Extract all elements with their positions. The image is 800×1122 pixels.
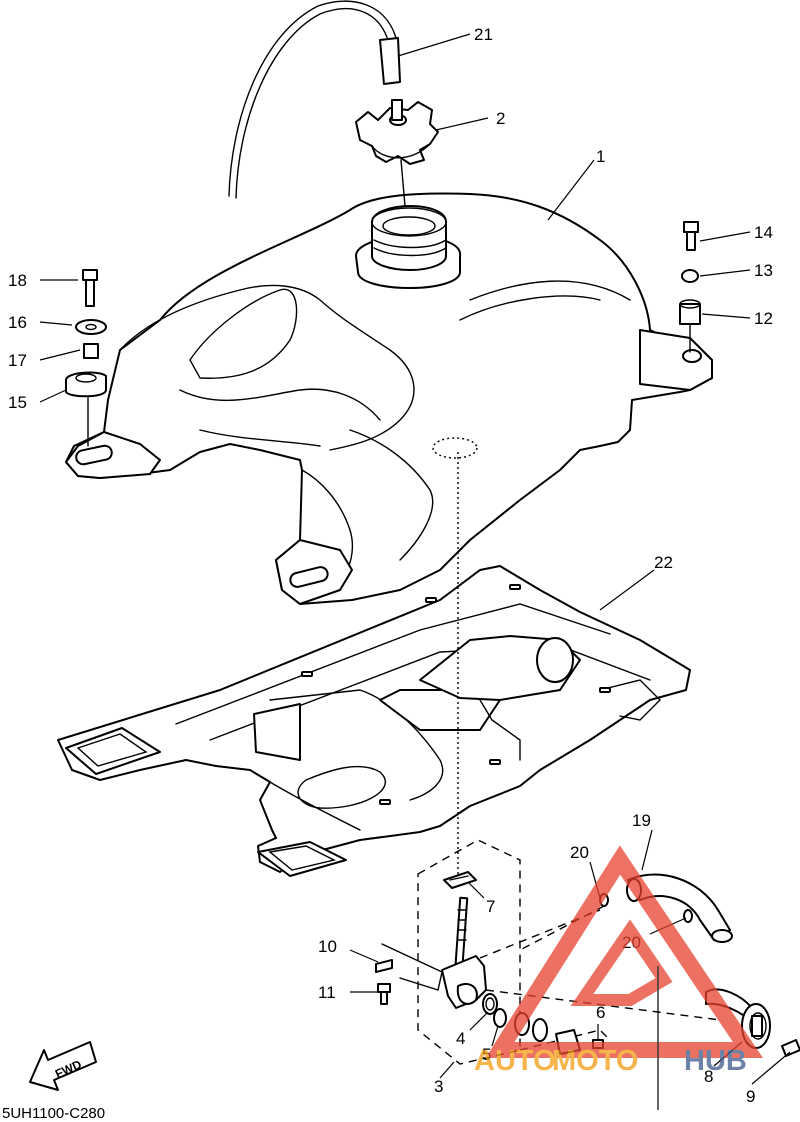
callout-15: 15 xyxy=(8,393,27,412)
callout-21: 21 xyxy=(474,25,493,44)
callout-6: 6 xyxy=(596,1003,605,1022)
callout-2: 2 xyxy=(496,109,505,128)
callout-5: 5 xyxy=(482,1045,491,1064)
callout-4: 4 xyxy=(456,1029,465,1048)
callout-16: 16 xyxy=(8,313,27,332)
vent-hose xyxy=(228,0,401,199)
fuel-cap xyxy=(355,99,439,165)
leader-lines xyxy=(39,33,791,1085)
left-mount-hardware xyxy=(65,269,107,447)
callout-11: 11 xyxy=(318,983,336,1002)
callout-12: 12 xyxy=(754,309,773,328)
callout-8: 8 xyxy=(704,1067,713,1086)
forward-arrow-icon: FWD xyxy=(29,1041,97,1091)
callout-9: 9 xyxy=(746,1087,755,1106)
callout-7: 7 xyxy=(486,897,495,916)
fuel-tank xyxy=(65,159,713,605)
watermark-logo: AUTO MOTO HUB xyxy=(474,845,764,1110)
watermark-text-c: HUB xyxy=(684,1045,747,1077)
callout-19: 19 xyxy=(632,811,651,830)
callout-17: 17 xyxy=(8,351,27,370)
callout-10: 10 xyxy=(318,937,337,956)
drain-hole-marker xyxy=(432,437,478,459)
callout-13: 13 xyxy=(754,261,773,280)
screw-washer-set xyxy=(375,943,443,1005)
callout-labels: 21 2 1 14 13 12 18 16 17 15 22 19 20 20 … xyxy=(8,25,773,1106)
callout-22: 22 xyxy=(654,553,673,572)
callout-20-a: 20 xyxy=(570,843,589,862)
watermark-text-b: MOTO xyxy=(552,1045,638,1077)
right-mount-hardware xyxy=(679,221,701,353)
watermark-text-a: AUTO xyxy=(474,1045,556,1077)
diagram-code: 5UH1100-C280 xyxy=(2,1105,105,1122)
callout-18: 18 xyxy=(8,271,27,290)
callout-1: 1 xyxy=(596,147,605,166)
tank-skid-plate xyxy=(57,565,691,877)
callout-14: 14 xyxy=(754,223,773,242)
callout-3: 3 xyxy=(434,1077,443,1096)
